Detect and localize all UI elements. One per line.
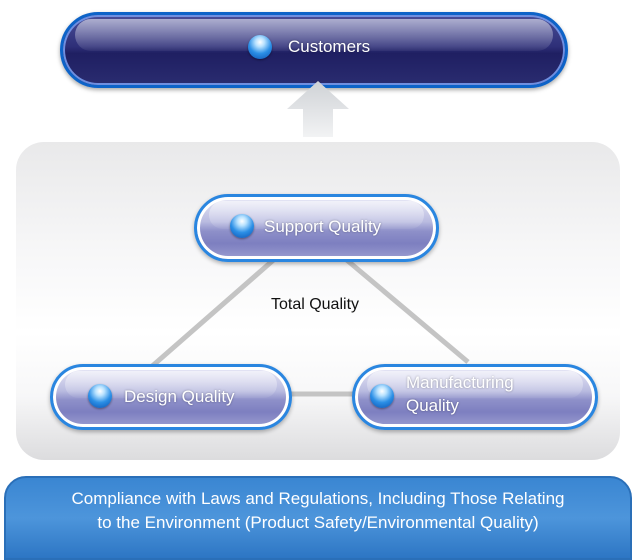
customers-label: Customers bbox=[288, 37, 371, 56]
total-quality-label: Total Quality bbox=[270, 296, 360, 313]
support-quality-label: Support Quality bbox=[264, 217, 382, 236]
compliance-band bbox=[4, 476, 632, 560]
compliance-line-2: to the Environment (Product Safety/Envir… bbox=[97, 513, 539, 532]
design-quality-label: Design Quality bbox=[124, 387, 235, 406]
manufacturing-label-line2: Quality bbox=[406, 396, 459, 415]
up-arrow-icon bbox=[287, 81, 349, 137]
design-quality-orb-icon bbox=[88, 384, 112, 408]
manufacturing-label-line1: Manufacturing bbox=[406, 373, 514, 392]
manufacturing-quality-orb-icon bbox=[370, 384, 394, 408]
compliance-text: Compliance with Laws and Regulations, In… bbox=[0, 487, 636, 535]
compliance-line-1: Compliance with Laws and Regulations, In… bbox=[71, 489, 565, 508]
customers-orb-icon bbox=[248, 35, 272, 59]
support-quality-orb-icon bbox=[230, 214, 254, 238]
